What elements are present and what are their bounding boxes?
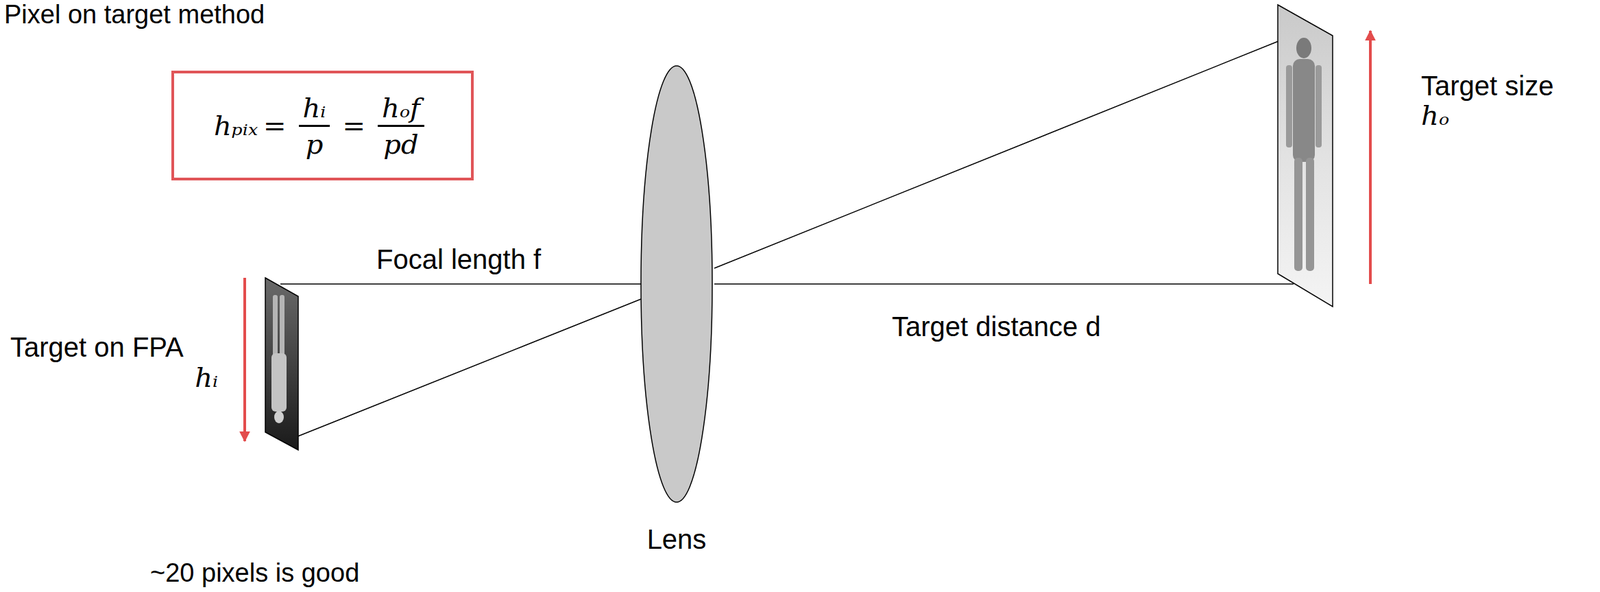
numerator: hᵢ [298,91,331,127]
fraction: hᵢp [298,91,331,160]
target-size-label: Target size [1421,69,1554,102]
axis-line [714,283,1294,285]
size-arrow [1368,30,1372,284]
denominator: pd [379,126,423,160]
size-arrow [243,277,247,441]
object-height-symbol: hₒ [1421,99,1450,131]
formula-term: hₚᵢₓ [213,109,258,142]
equals-sign: = [342,109,366,142]
image-height-symbol: hᵢ [194,361,218,393]
equals-sign: = [263,109,287,142]
fraction: hₒfpd [377,91,425,160]
diagram-title: Pixel on target method [4,0,265,31]
lens-label: Lens [647,523,707,555]
ray-line [296,298,641,437]
formula-box: hₚᵢₓ=hᵢp=hₒfpd [171,70,474,181]
fpa-image [265,277,299,450]
target-image [1277,4,1333,307]
focal-length-label: Focal length f [376,243,541,275]
numerator: hₒf [377,91,425,127]
note-text: ~20 pixels is good [150,558,360,589]
denominator: p [301,126,328,160]
target-distance-label: Target distance d [891,310,1101,343]
ray-line [714,41,1279,269]
axis-line [280,283,641,285]
fpa-label: Target on FPA [10,331,184,363]
lens-shape [640,65,713,502]
